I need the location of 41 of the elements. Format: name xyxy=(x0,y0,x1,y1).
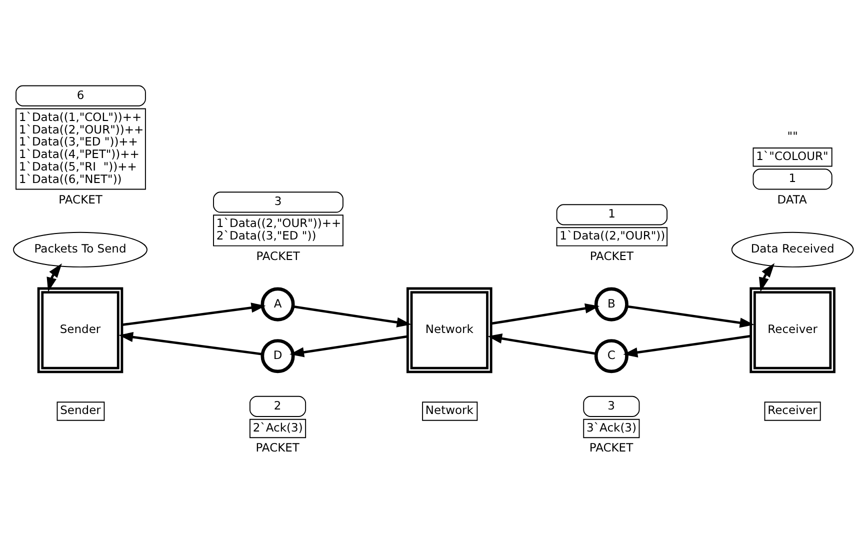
node-circle: C xyxy=(594,338,628,373)
node-label: PACKET xyxy=(256,248,300,262)
arrow xyxy=(290,334,408,357)
node-label: PACKET xyxy=(58,192,102,206)
node-label: 1`Data((1,"COL"))++ 1`Data((2,"OUR"))++ 1`Data((3,"ED "))++ 1`Data((4,"PET"))++ 1`Data((5,"RI "))++ 1`Data((6,"NET")) xyxy=(18,109,144,186)
arrow xyxy=(46,262,62,292)
node-ellipse: Data Received xyxy=(731,231,854,267)
node-label: 2`Ack(3) xyxy=(252,420,303,434)
node-label: DATA xyxy=(777,192,807,206)
arrow xyxy=(488,333,596,354)
node-box: Receiver xyxy=(750,286,836,373)
node-label: 6 xyxy=(76,87,84,102)
arrow xyxy=(490,302,600,324)
node-label: 1`"COLOUR" xyxy=(756,148,828,163)
arrow xyxy=(623,334,751,357)
node-label: PACKET xyxy=(590,248,634,262)
node-label: Receiver xyxy=(768,402,818,417)
node-label: 2 xyxy=(274,398,282,412)
node-ellipse: Packets To Send xyxy=(13,231,148,267)
node-box: Network xyxy=(406,286,492,373)
node-label: 3 xyxy=(274,194,282,208)
arrow xyxy=(293,304,412,327)
arrow xyxy=(758,262,775,292)
node-label: 1`Data((2,"OUR")) xyxy=(560,228,666,242)
arrow xyxy=(118,332,262,355)
node-label: "" xyxy=(787,128,798,142)
arrow xyxy=(626,304,754,328)
node-circle: A xyxy=(260,286,295,321)
node-label: 1 xyxy=(608,206,616,220)
node-label: 1 xyxy=(788,170,796,185)
node-label: Network xyxy=(425,402,474,417)
node-circle: B xyxy=(594,286,628,321)
node-label: Sender xyxy=(60,402,101,417)
node-label: 3`Ack(3) xyxy=(586,420,637,434)
node-circle: D xyxy=(260,338,295,373)
node-label: PACKET xyxy=(256,440,300,454)
arrow xyxy=(122,302,266,326)
node-label: 3 xyxy=(608,398,615,412)
node-box: Sender xyxy=(37,286,124,373)
node-label: PACKET xyxy=(589,440,634,454)
node-label: 1`Data((2,"OUR"))++ 2`Data((3,"ED ")) xyxy=(216,216,342,242)
